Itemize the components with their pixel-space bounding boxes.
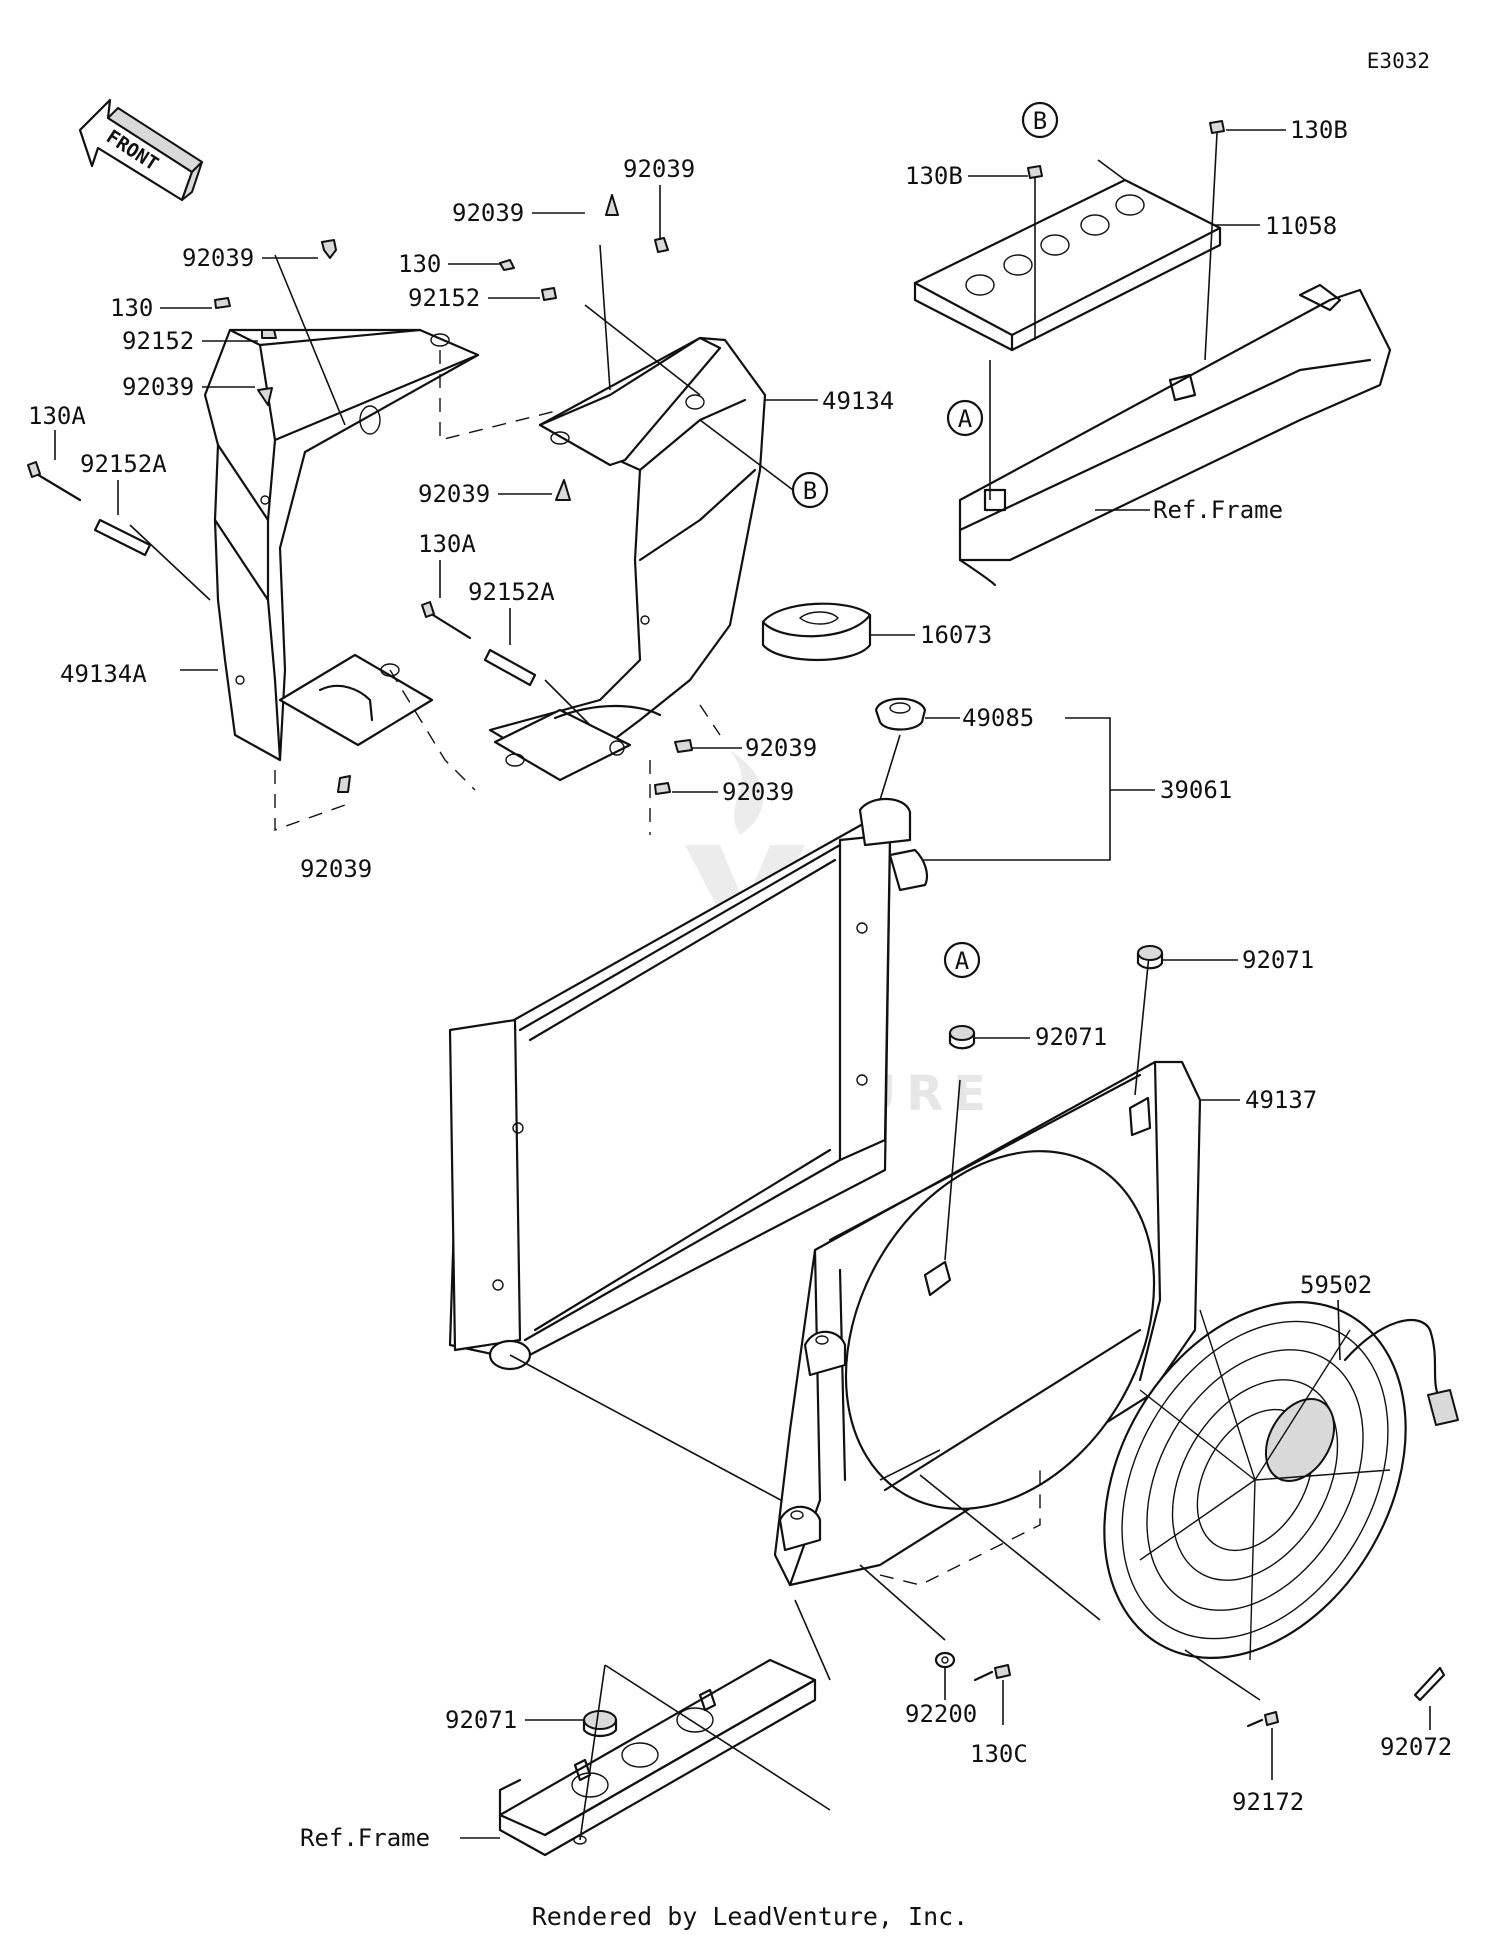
- top-bracket-11058: [913, 120, 1260, 361]
- label-49134A: 49134A: [60, 660, 147, 688]
- label-92152: 92152: [408, 284, 480, 312]
- label-130: 130: [110, 294, 153, 322]
- label-59502: 59502: [1300, 1271, 1372, 1299]
- label-130B: 130B: [905, 162, 963, 190]
- label-130A: 130A: [28, 402, 86, 430]
- footer-credit: Rendered by LeadVenture, Inc.: [532, 1902, 969, 1931]
- label-92072: 92072: [1380, 1733, 1452, 1761]
- cable-tie-92072: [1413, 1666, 1446, 1702]
- callout-a-mid-letter: A: [955, 947, 970, 975]
- callout-a-top: [946, 399, 984, 437]
- grommets-92071: [582, 945, 1164, 1738]
- label-ref-frame-top: Ref.Frame: [1153, 496, 1283, 524]
- radiator-39061: [448, 797, 929, 1506]
- label-92039: 92039: [623, 155, 695, 183]
- fasteners-left: [27, 194, 693, 795]
- label-92039: 92039: [452, 199, 524, 227]
- label-92071: 92071: [1035, 1023, 1107, 1051]
- ref-frame-bottom: [460, 1658, 831, 1857]
- label-92039: 92039: [418, 480, 490, 508]
- label-130A: 130A: [418, 530, 476, 558]
- front-arrow-icon: FRONT: [78, 98, 203, 202]
- part-labels: 92039 130 92152 92039 130A 92152A 49134A…: [28, 116, 1452, 1852]
- label-92172: 92172: [1232, 1788, 1304, 1816]
- label-92039: 92039: [122, 373, 194, 401]
- label-92152A: 92152A: [468, 578, 555, 606]
- shroud-leaders: [129, 244, 721, 835]
- grommet-16073: [761, 602, 915, 662]
- callout-b-top-letter: B: [1033, 107, 1047, 135]
- left-shroud-49134A: [203, 328, 480, 762]
- label-11058: 11058: [1265, 212, 1337, 240]
- label-92071: 92071: [445, 1706, 517, 1734]
- hardware-bottom: [934, 1651, 1279, 1780]
- label-130C: 130C: [970, 1740, 1028, 1768]
- label-92200: 92200: [905, 1700, 977, 1728]
- radiator-cap-49085: [874, 697, 1155, 861]
- label-92039: 92039: [722, 778, 794, 806]
- label-92039: 92039: [300, 855, 372, 883]
- callout-b-top: [1021, 101, 1059, 139]
- label-ref-frame-bottom: Ref.Frame: [300, 1824, 430, 1852]
- label-130: 130: [398, 250, 441, 278]
- diagram-code: E3032: [1367, 49, 1430, 73]
- label-92039: 92039: [745, 734, 817, 762]
- label-130B: 130B: [1290, 116, 1348, 144]
- label-49085: 49085: [962, 704, 1034, 732]
- label-92152: 92152: [122, 327, 194, 355]
- right-shroud-49134: [488, 336, 767, 782]
- label-92039: 92039: [182, 244, 254, 272]
- label-39061: 39061: [1160, 776, 1232, 804]
- callout-a-mid: [943, 941, 981, 979]
- fan-59502: [1103, 1299, 1459, 1701]
- callout-a-top-letter: A: [958, 405, 973, 433]
- label-49134: 49134: [822, 387, 894, 415]
- label-16073: 16073: [920, 621, 992, 649]
- callout-b-right-letter: B: [803, 477, 817, 505]
- label-92152A: 92152A: [80, 450, 167, 478]
- label-49137: 49137: [1245, 1086, 1317, 1114]
- ref-frame-top: [958, 283, 1392, 587]
- fan-shroud-49137: [773, 944, 1240, 1681]
- label-92071: 92071: [1242, 946, 1314, 974]
